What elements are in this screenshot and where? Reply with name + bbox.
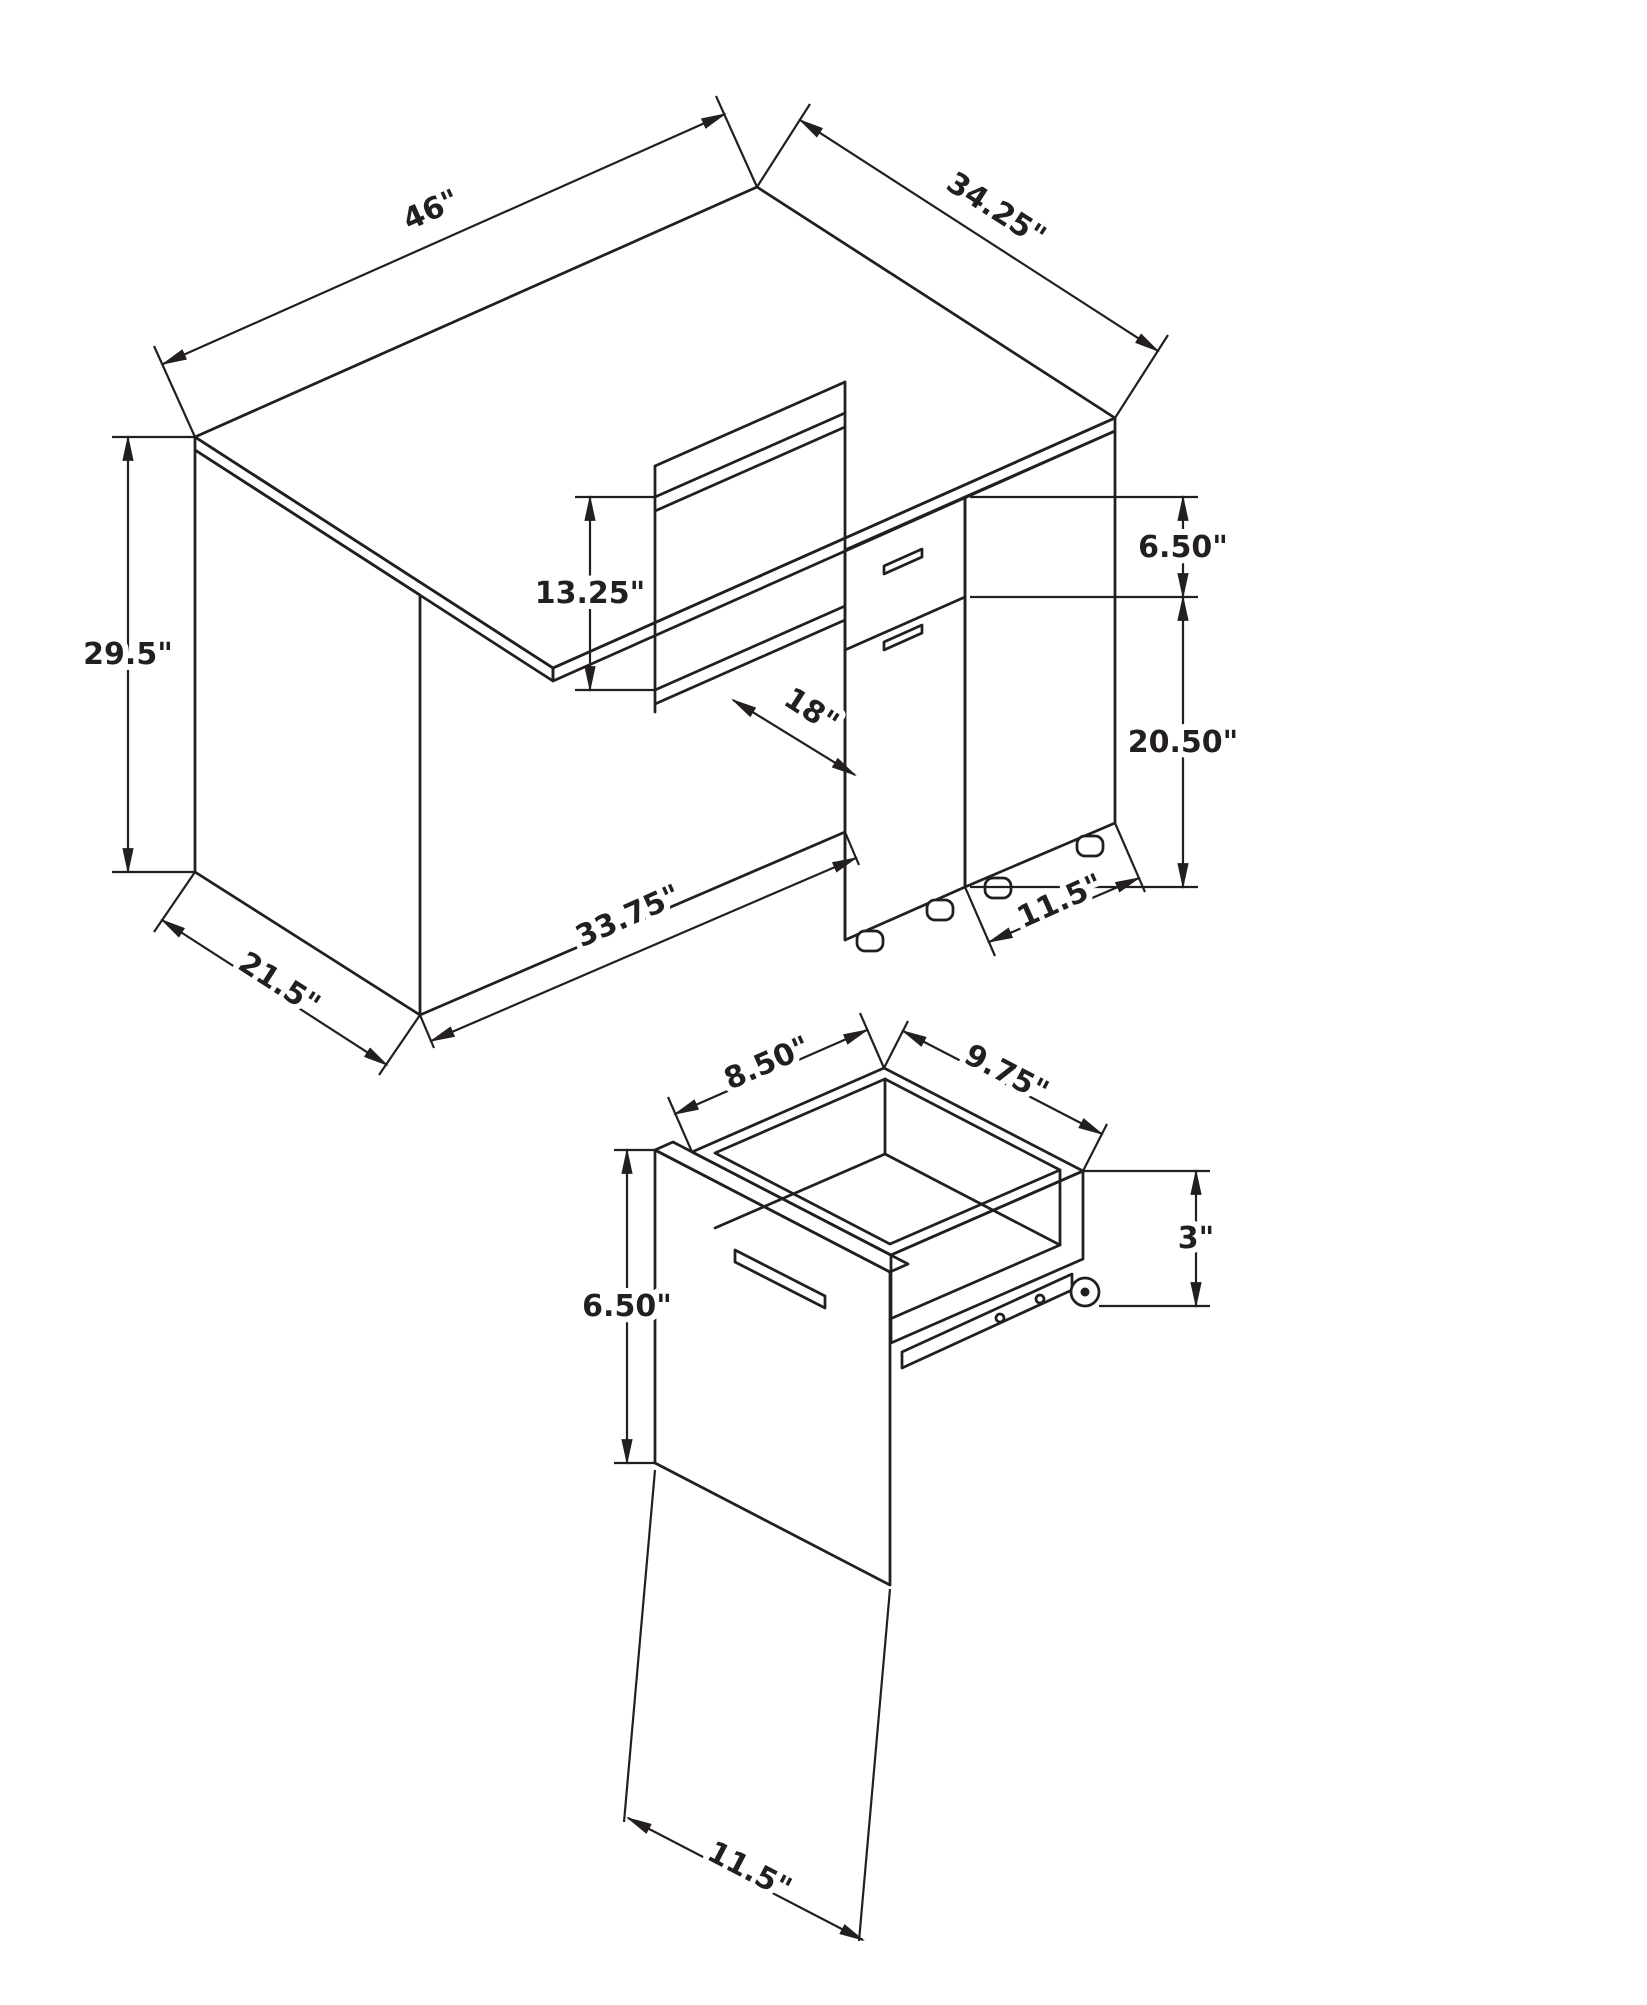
dim-drawer-front-height-label: 6.50" (1138, 530, 1228, 565)
dimension-line (161, 112, 727, 366)
drawer-handle (882, 547, 924, 576)
dimension-line (731, 698, 857, 777)
dimension-line (673, 1028, 869, 1116)
cabinet-foot-2 (925, 898, 955, 922)
extension-line (622, 1469, 657, 1823)
dim-desk-height: 29.5" (77, 434, 195, 875)
extension-line (756, 103, 811, 188)
cabinet-foot-1 (855, 929, 885, 953)
drawer-front-top-edge (653, 1140, 910, 1274)
extension-line (883, 1020, 909, 1069)
drawer-door-divider (843, 595, 967, 652)
dim-drawer-back-height: 3" (1083, 1168, 1220, 1309)
extension-line (963, 886, 997, 957)
rail-hole-2 (1034, 1293, 1046, 1305)
rail-hole-1 (994, 1312, 1006, 1324)
drawer-handle (733, 1248, 827, 1310)
extension-line (418, 1014, 436, 1049)
dim-shelf-spacing: 13.25" (529, 494, 655, 693)
extension-line (152, 345, 197, 438)
dimension-line (160, 918, 389, 1067)
dimension-line (798, 118, 1160, 353)
drawer-box-interior (713, 1077, 1062, 1321)
extension-line (666, 1096, 694, 1153)
dim-desk-height-label: 29.5" (83, 637, 173, 672)
drawer-box-right-wall (889, 1169, 1085, 1345)
drawer-slide (900, 1272, 1101, 1370)
extension-line (858, 1012, 886, 1069)
dimension-line (626, 1817, 865, 1941)
extension-line (714, 95, 759, 188)
shelf-2-front-edge (653, 604, 847, 692)
slide-wheel-axle (1080, 1287, 1090, 1297)
interior-bottom-left-edge (713, 1152, 887, 1230)
interior-bottom-back-edge (883, 1152, 1062, 1247)
shelf-1-front-edge (653, 411, 847, 499)
door-handle (882, 623, 924, 652)
shelf-2-bottom-edge (653, 618, 847, 706)
dim-shelf-spacing-label: 13.25" (535, 576, 646, 611)
shelf-unit-top-edge (653, 380, 847, 468)
interior-bottom-front-edge (888, 1243, 1062, 1321)
dimension-line (429, 856, 858, 1043)
dimension-line (901, 1030, 1104, 1135)
dim-drawer-back-height-label: 3" (1178, 1221, 1215, 1256)
shelf-1-bottom-edge (653, 425, 847, 513)
dim-door-height-label: 20.50" (1128, 725, 1239, 760)
dim-drawer-front-height-label: 6.50" (582, 1289, 672, 1324)
dim-drawer-front-height: 6.50" (576, 1147, 678, 1466)
dimension-line (987, 876, 1141, 944)
dim-drawer-front-height: 6.50" (970, 494, 1234, 600)
cabinet-foot-4 (1075, 834, 1105, 858)
